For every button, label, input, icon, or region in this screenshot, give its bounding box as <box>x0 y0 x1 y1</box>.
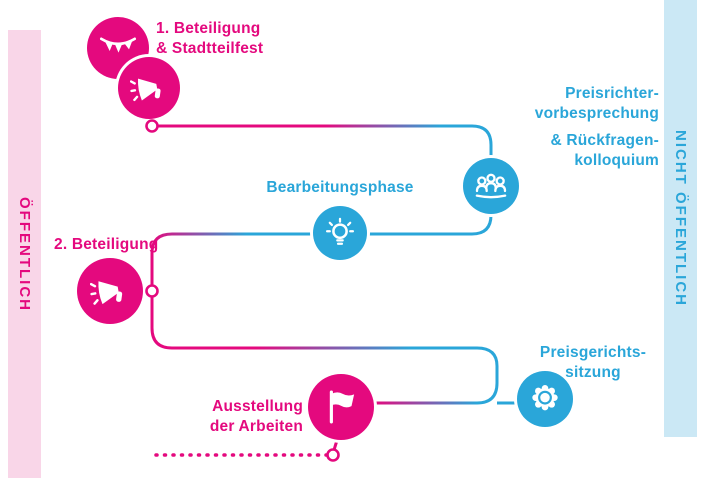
jury-session-label: Preisgerichts- sitzung <box>522 343 664 383</box>
jury-briefing-line4: kolloquium <box>574 152 659 169</box>
exhibition-bubble <box>308 374 374 440</box>
step2-participation-bubble <box>77 258 143 324</box>
jury-briefing-line2: vorbesprechung <box>534 105 659 122</box>
step1-label-line2: & Stadtteilfest <box>156 40 264 57</box>
jury-people-icon <box>475 173 507 199</box>
exhibition-label: Ausstellung der Arbeiten <box>210 397 303 437</box>
exhibition-line1: Ausstellung <box>212 398 303 415</box>
megaphone-icon <box>90 281 123 305</box>
working-phase-label: Bearbeitungsphase <box>266 179 414 196</box>
jury-session-line2: sitzung <box>565 364 621 381</box>
jury-session-bubble <box>517 371 573 427</box>
flow-node-step1 <box>145 119 159 133</box>
jury-briefing-line1: Preisrichter- <box>565 85 659 102</box>
flow-node-exhibition <box>326 448 340 462</box>
bunting-garland-icon <box>100 37 137 53</box>
public-sidebar: ÖFFENTLICH <box>8 30 41 478</box>
megaphone-icon <box>130 78 161 102</box>
working-phase-bubble <box>313 206 367 260</box>
step1-label-line1: 1. Beteiligung <box>156 20 261 37</box>
award-rosette-icon <box>532 385 558 411</box>
exhibition-line2: der Arbeiten <box>209 418 303 435</box>
not-public-sidebar: NICHT ÖFFENTLICH <box>664 0 697 437</box>
jury-briefing-label-top: Preisrichter- vorbesprechung <box>535 84 659 124</box>
step1-announcement-bubble <box>118 57 180 119</box>
jury-briefing-label-bottom: & Rückfragen- kolloquium <box>550 131 659 171</box>
public-label: ÖFFENTLICH <box>16 196 33 312</box>
step1-label: 1. Beteiligung & Stadtteilfest <box>156 19 263 59</box>
flow-node-step2 <box>145 284 159 298</box>
jury-briefing-bubble <box>463 158 519 214</box>
jury-briefing-line3: & Rückfragen- <box>550 132 659 149</box>
step2-label: 2. Beteiligung <box>54 236 159 253</box>
connector-step1-to-briefing <box>158 124 493 160</box>
jury-session-line1: Preisgerichts- <box>539 344 647 361</box>
lightbulb-icon <box>325 217 355 245</box>
not-public-label: NICHT ÖFFENTLICH <box>672 130 689 307</box>
flag-icon <box>329 390 355 424</box>
